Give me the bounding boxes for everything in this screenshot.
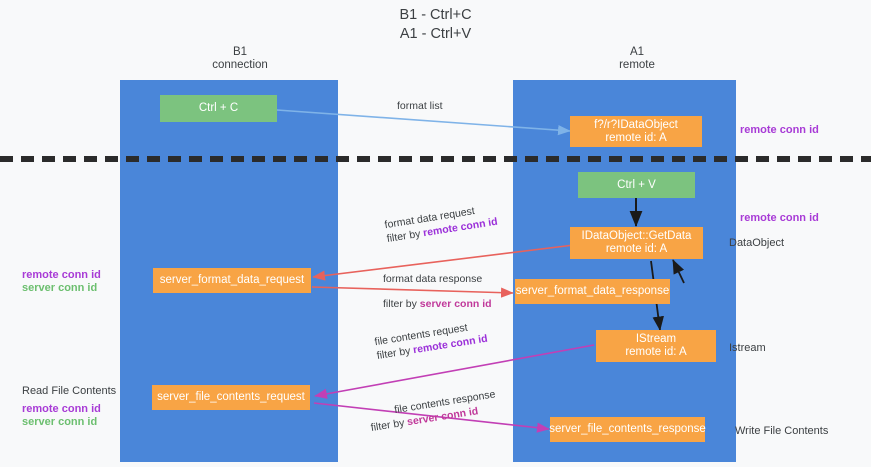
annotation-left-remote-conn-id-mid: remote conn id <box>22 269 101 281</box>
lane-header-b1: B1 connection <box>140 46 340 72</box>
filter-key-server-conn-id: server conn id <box>419 298 492 310</box>
title-line-1: B1 - Ctrl+C <box>399 7 472 23</box>
node-istream-line2: remote id: A <box>625 346 687 358</box>
connector-format-list <box>276 109 571 136</box>
node-idataobject-getdata[interactable]: IDataObject::GetData remote id: A <box>570 227 703 259</box>
filter-prefix: filter by <box>383 298 420 310</box>
node-server-format-data-request[interactable]: server_format_data_request <box>153 268 311 293</box>
annotation-right-dataobject: DataObject <box>729 237 785 249</box>
annotation-right-write-file-contents: Write File Contents <box>735 425 829 437</box>
lane-header-a1-sub: remote <box>619 59 655 71</box>
node-server-file-contents-request[interactable]: server_file_contents_request <box>152 385 310 410</box>
edge-label-format-data-response: format data response filter by server co… <box>383 272 492 311</box>
connector-file-contents-response <box>313 402 550 433</box>
node-idataobject-top-line2: remote id: A <box>605 131 667 144</box>
node-server-file-contents-response-label: server_file_contents_response <box>549 423 706 435</box>
node-idataobject-top[interactable]: f?/r?IDataObject remote id: A <box>570 116 702 147</box>
node-istream[interactable]: IStream remote id: A <box>596 330 716 362</box>
connector-file-contents-request <box>314 344 595 399</box>
node-idataobject-top-line1: f?/r?IDataObject <box>594 118 678 131</box>
lane-header-b1-sub: connection <box>212 59 268 71</box>
section-divider <box>0 156 871 162</box>
title-line-2: A1 - Ctrl+V <box>399 26 472 42</box>
node-istream-line1: IStream <box>635 333 677 345</box>
diagram-title: B1 - Ctrl+C A1 - Ctrl+V <box>0 6 871 44</box>
edge-label-format-data-response-text: format data response <box>383 273 483 285</box>
node-server-format-data-response-label: server_format_data_response <box>515 285 670 297</box>
node-ctrl-v-label: Ctrl + V <box>617 178 656 191</box>
annotation-right-istream: Istream <box>729 342 766 354</box>
annotation-left-remote-conn-id-bot: remote conn id <box>22 403 101 415</box>
edge-label-format-data-response-filter: filter by server conn id <box>383 297 492 311</box>
lane-header-a1: A1 remote <box>537 46 737 72</box>
connector-response-to-getdata <box>672 259 685 284</box>
lane-header-b1-name: B1 <box>232 46 248 58</box>
node-ctrl-c-label: Ctrl + C <box>198 102 239 114</box>
annotation-left-read-file-contents: Read File Contents <box>22 385 117 397</box>
annotation-right-remote-conn-id-mid: remote conn id <box>740 212 819 224</box>
annotation-right-remote-conn-id-top: remote conn id <box>740 124 819 136</box>
edge-label-format-list-text: format list <box>397 100 443 112</box>
node-server-file-contents-request-label: server_file_contents_request <box>157 391 305 403</box>
annotation-left-server-conn-id-bot: server conn id <box>22 416 98 428</box>
connector-format-data-response <box>311 286 514 298</box>
node-getdata-line2: remote id: A <box>605 243 668 255</box>
node-server-format-data-request-label: server_format_data_request <box>159 274 305 286</box>
node-ctrl-c[interactable]: Ctrl + C <box>160 95 277 122</box>
lane-header-a1-name: A1 <box>629 46 645 58</box>
node-ctrl-v[interactable]: Ctrl + V <box>578 172 695 198</box>
connector-format-data-request <box>312 244 575 281</box>
node-server-file-contents-response[interactable]: server_file_contents_response <box>549 417 706 442</box>
edge-label-format-list: format list <box>397 99 443 113</box>
annotation-left-server-conn-id-mid: server conn id <box>22 282 98 294</box>
node-server-format-data-response[interactable]: server_format_data_response <box>515 279 670 304</box>
node-getdata-line1: IDataObject::GetData <box>581 230 692 242</box>
